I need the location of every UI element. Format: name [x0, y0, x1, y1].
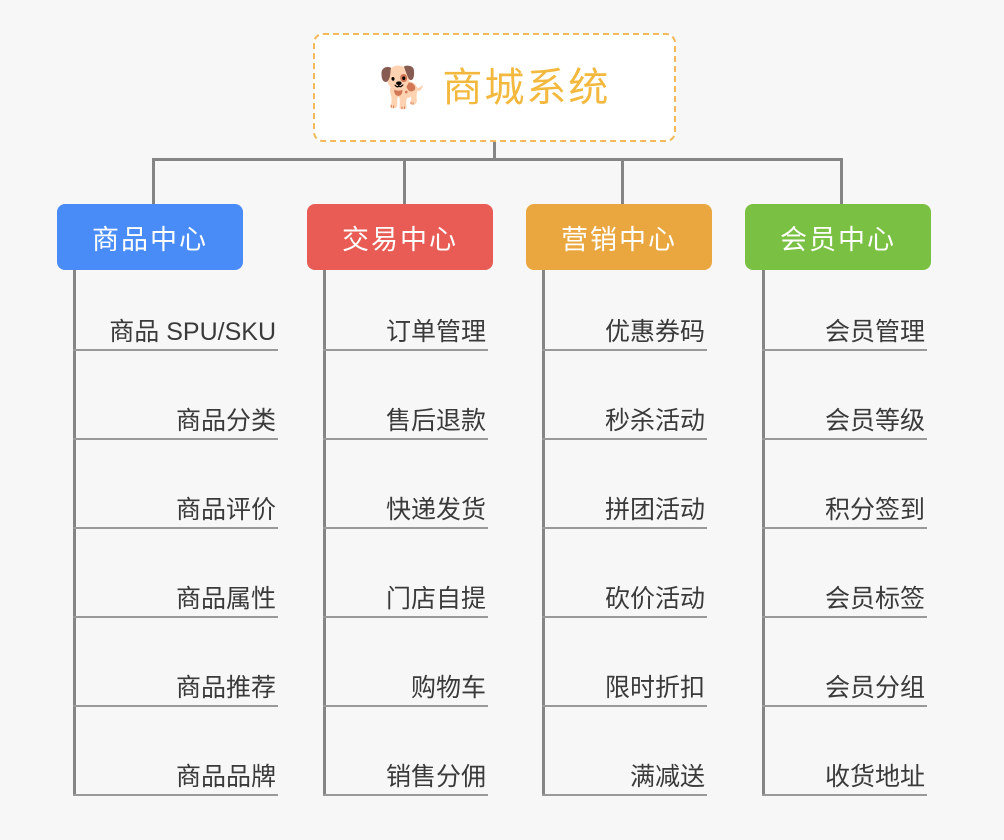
leaf-item-label: 砍价活动 — [604, 584, 705, 613]
leaf-item[interactable]: 积分签到 — [762, 483, 927, 529]
leaf-item[interactable]: 售后退款 — [323, 394, 488, 440]
branch-header-label: 营销中心 — [561, 224, 677, 255]
leaf-item[interactable]: 会员等级 — [762, 394, 927, 440]
branch-trunk-line-member-center — [762, 270, 765, 796]
branch-trunk-line-marketing-center — [542, 270, 545, 796]
leaf-item-label: 商品 SPU/SKU — [109, 317, 276, 346]
branch-trunk-line-product-center — [73, 270, 76, 796]
branch-header-label: 交易中心 — [342, 224, 458, 255]
branch-bus-line — [152, 158, 842, 161]
leaf-item-label: 会员管理 — [824, 317, 925, 346]
root-node[interactable]: 🐕 商城系统 — [313, 33, 676, 142]
leaf-item[interactable]: 订单管理 — [323, 305, 488, 351]
leaf-item-label: 商品品牌 — [175, 762, 276, 791]
leaf-item[interactable]: 销售分佣 — [323, 750, 488, 796]
leaf-item[interactable]: 商品分类 — [73, 394, 278, 440]
leaf-item-label: 订单管理 — [385, 317, 486, 346]
leaf-item-label: 商品推荐 — [175, 673, 276, 702]
leaf-item-label: 积分签到 — [824, 495, 925, 524]
leaf-item[interactable]: 会员分组 — [762, 661, 927, 707]
leaf-item-label: 门店自提 — [385, 584, 486, 613]
leaf-item-label: 会员分组 — [824, 673, 925, 702]
leaf-item-label: 秒杀活动 — [604, 406, 705, 435]
branch-trunk-line-trade-center — [323, 270, 326, 796]
leaf-item-label: 商品评价 — [175, 495, 276, 524]
shiba-dog-icon: 🐕 — [378, 65, 429, 110]
leaf-item[interactable]: 快递发货 — [323, 483, 488, 529]
leaf-item[interactable]: 门店自提 — [323, 572, 488, 618]
leaf-item[interactable]: 限时折扣 — [542, 661, 707, 707]
branch-header-marketing-center[interactable]: 营销中心 — [526, 204, 712, 270]
leaf-item-label: 收货地址 — [824, 762, 925, 791]
root-title: 商城系统 — [442, 65, 611, 110]
leaf-item[interactable]: 砍价活动 — [542, 572, 707, 618]
leaf-item[interactable]: 商品属性 — [73, 572, 278, 618]
leaf-item-label: 拼团活动 — [604, 495, 705, 524]
leaf-item-label: 会员等级 — [824, 406, 925, 435]
leaf-item-label: 售后退款 — [385, 406, 486, 435]
leaf-item[interactable]: 会员标签 — [762, 572, 927, 618]
leaf-item-label: 购物车 — [410, 673, 486, 702]
branch-header-label: 商品中心 — [92, 224, 208, 255]
leaf-item-label: 会员标签 — [824, 584, 925, 613]
leaf-item[interactable]: 拼团活动 — [542, 483, 707, 529]
leaf-item-label: 商品属性 — [175, 584, 276, 613]
branch-header-product-center[interactable]: 商品中心 — [57, 204, 243, 270]
leaf-item[interactable]: 会员管理 — [762, 305, 927, 351]
leaf-item[interactable]: 商品品牌 — [73, 750, 278, 796]
branch-header-member-center[interactable]: 会员中心 — [745, 204, 931, 270]
branch-drop-line-marketing-center — [621, 158, 624, 204]
leaf-item[interactable]: 满减送 — [542, 750, 707, 796]
root-stem-line — [493, 142, 496, 160]
leaf-item-label: 销售分佣 — [385, 762, 486, 791]
branch-drop-line-trade-center — [403, 158, 406, 204]
leaf-item[interactable]: 商品评价 — [73, 483, 278, 529]
branch-drop-line-member-center — [840, 158, 843, 204]
branch-header-label: 会员中心 — [780, 224, 896, 255]
leaf-item[interactable]: 商品推荐 — [73, 661, 278, 707]
leaf-item-label: 优惠券码 — [604, 317, 705, 346]
leaf-item-label: 快递发货 — [385, 495, 486, 524]
leaf-item-label: 限时折扣 — [604, 673, 705, 702]
branch-header-trade-center[interactable]: 交易中心 — [307, 204, 493, 270]
leaf-item[interactable]: 商品 SPU/SKU — [73, 305, 278, 351]
leaf-item-label: 满减送 — [629, 762, 705, 791]
leaf-item[interactable]: 秒杀活动 — [542, 394, 707, 440]
leaf-item[interactable]: 购物车 — [323, 661, 488, 707]
leaf-item[interactable]: 收货地址 — [762, 750, 927, 796]
leaf-item[interactable]: 优惠券码 — [542, 305, 707, 351]
leaf-item-label: 商品分类 — [175, 406, 276, 435]
branch-drop-line-product-center — [152, 158, 155, 204]
